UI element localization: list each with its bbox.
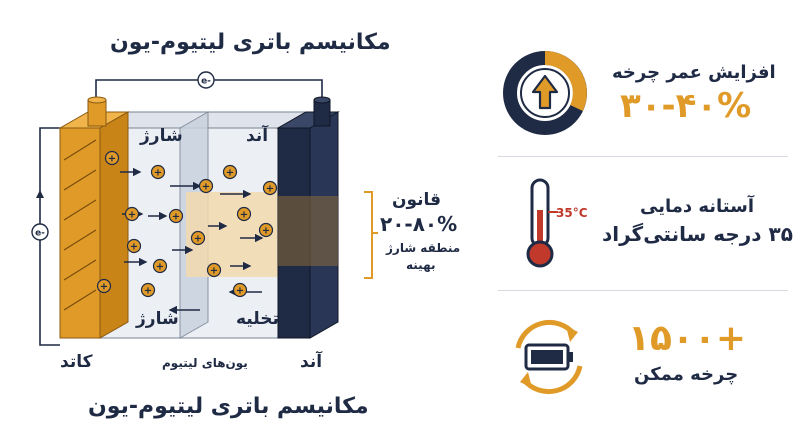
anode-label: آند [300, 352, 323, 372]
rule-subtitle-line1: منطقه شارژ [386, 241, 461, 255]
battery-cycle-icon [515, 319, 583, 395]
lithium-ion-label: + [128, 210, 136, 221]
rule-value: ۲۰-۸۰% [380, 212, 458, 236]
rule-title: قانون [392, 190, 442, 210]
lithium-ion-label: + [144, 286, 152, 297]
lithium-ion-label: + [202, 182, 210, 193]
lithium-ion: + [140, 282, 156, 298]
battery-diagram: e- e- + + + + + + + + + + + + + + + + [31, 71, 340, 346]
bottom-right-label: تخلیه [236, 309, 279, 329]
lithium-ion-label: + [172, 212, 180, 223]
lithium-ion: + [104, 150, 120, 166]
lithium-ion-label: + [194, 234, 202, 245]
donut-up-arrow-icon [503, 51, 587, 135]
bottom-left-label: شارژ [136, 309, 179, 329]
lithium-ion: + [262, 180, 278, 196]
stat-cycle-increase-value: ۳۰-۴۰% [620, 86, 752, 126]
circuit-arrow-up [36, 190, 44, 198]
stat-cycle-increase-title: افزایش عمر چرخه [612, 62, 776, 83]
lithium-ion-label: + [154, 168, 162, 179]
stat-cycles-value: +۱۵۰۰ [628, 318, 747, 359]
rule-bracket [364, 191, 378, 279]
cathode-plate [58, 96, 130, 339]
lithium-ions: + + + + + + + + + + + + + + + + [96, 150, 278, 298]
lithium-ion-label: + [262, 226, 270, 237]
lithium-ion: + [198, 178, 214, 194]
thermometer-icon [526, 178, 558, 268]
lithium-ion-label: + [108, 154, 116, 165]
rule-subtitle-line2: بهینه [406, 258, 436, 272]
lithium-ion-label: + [240, 210, 248, 221]
thermometer-marker: 35°C [556, 206, 588, 220]
lithium-ion: + [168, 208, 184, 224]
anode-plate [276, 96, 340, 339]
lithium-ion: + [206, 262, 222, 278]
lithium-ion-label: + [210, 266, 218, 277]
electrolyte-label: یون‌های لیتیوم [162, 356, 248, 370]
lithium-ion: + [126, 238, 142, 254]
lithium-ion-label: + [156, 262, 164, 273]
electrolyte-cell [98, 111, 326, 339]
electron-left-label: e- [35, 229, 45, 239]
electron-top-label: e- [201, 77, 211, 87]
lithium-ion: + [258, 222, 274, 238]
lithium-ion: + [152, 258, 168, 274]
title-bottom: مکانیسم باتری لیتیوم-یون [88, 394, 369, 419]
top-right-label: آند [246, 126, 269, 146]
divider-2 [498, 290, 788, 291]
lithium-ion-label: + [226, 168, 234, 179]
stat-temp-value: ۳۵ درجه سانتی‌گراد [602, 222, 793, 246]
electron-left: e- [31, 223, 49, 241]
cathode-label: کاتد [60, 352, 93, 372]
stat-temp-title: آستانه دمایی [640, 196, 755, 217]
lithium-ion-label: + [130, 242, 138, 253]
stat-cycles-title: چرخه ممکن [634, 364, 739, 385]
lithium-ion: + [124, 206, 140, 222]
lithium-ion-label: + [266, 184, 274, 195]
electron-top: e- [197, 71, 215, 89]
lithium-ion: + [150, 164, 166, 180]
lithium-ion: + [236, 206, 252, 222]
top-left-label: شارژ [140, 126, 183, 146]
lithium-ion-label: + [100, 282, 108, 293]
lithium-ion: + [190, 230, 206, 246]
lithium-ion: + [232, 282, 248, 298]
lithium-ion: + [96, 278, 112, 294]
divider-1 [498, 156, 788, 157]
title-top: مکانیسم باتری لیتیوم-یون [110, 30, 391, 55]
lithium-ion-label: + [236, 286, 244, 297]
lithium-ion: + [222, 164, 238, 180]
